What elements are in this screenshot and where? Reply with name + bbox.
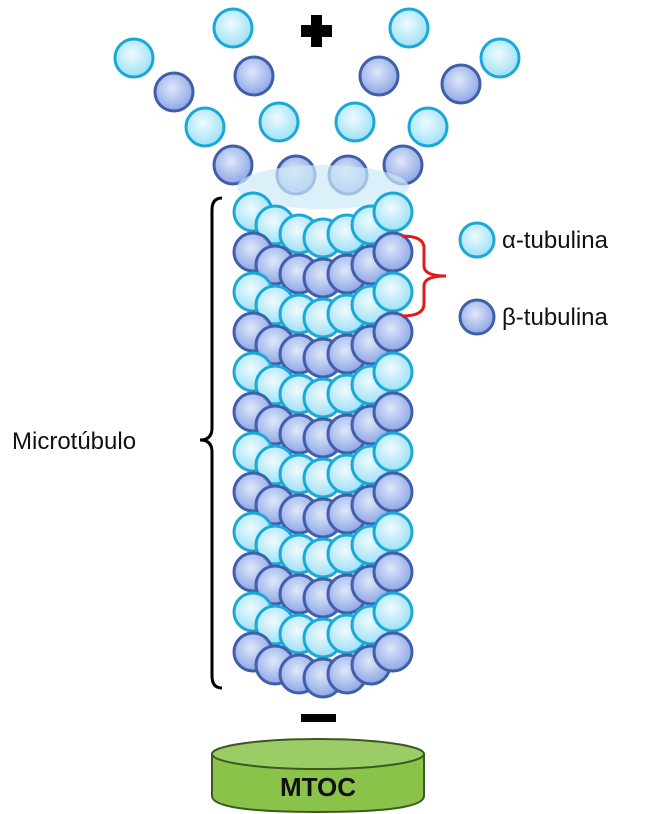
mtoc-cylinder: MTOC	[212, 739, 424, 812]
alpha-tubulin-dimer	[186, 108, 224, 146]
mtoc-label: MTOC	[280, 772, 356, 802]
alpha-tubulin-dimer	[214, 9, 252, 47]
legend-beta-label: β-tubulina	[502, 304, 609, 331]
microtubule-label: Microtúbulo	[12, 428, 136, 455]
alpha-tubulin-dimer	[481, 39, 519, 77]
alpha-tubulin-dimer	[390, 9, 428, 47]
alpha-tubulin-subunit	[374, 433, 412, 471]
alpha-tubulin-dimer	[115, 39, 153, 77]
microtubule-brace	[200, 198, 222, 688]
alpha-tubulin-subunit	[374, 353, 412, 391]
alpha-tubulin-subunit	[374, 193, 412, 231]
alpha-tubulin-dimer	[336, 103, 374, 141]
beta-tubulin-dimer	[360, 57, 398, 95]
alpha-tubulin-subunit	[374, 273, 412, 311]
legend-alpha-swatch	[460, 223, 494, 257]
minus-end-marker: –	[301, 714, 336, 722]
beta-tubulin-dimer	[442, 65, 480, 103]
beta-tubulin-subunit	[374, 233, 412, 271]
plus-end-marker: +	[301, 15, 332, 47]
alpha-tubulin-dimer	[409, 108, 447, 146]
alpha-tubulin-subunit	[374, 513, 412, 551]
legend-beta-swatch	[460, 300, 494, 334]
beta-tubulin-dimer	[235, 57, 273, 95]
legend-alpha: α-tubulina	[460, 223, 609, 257]
alpha-tubulin-dimer	[260, 103, 298, 141]
beta-tubulin-subunit	[374, 553, 412, 591]
legend: α-tubulina β-tubulina	[460, 223, 609, 334]
beta-tubulin-subunit	[374, 313, 412, 351]
beta-tubulin-dimer	[155, 73, 193, 111]
alpha-tubulin-subunit	[374, 593, 412, 631]
beta-tubulin-subunit	[374, 473, 412, 511]
beta-tubulin-subunit	[374, 393, 412, 431]
legend-beta: β-tubulina	[460, 300, 609, 334]
microtubule-lattice	[234, 193, 412, 697]
legend-alpha-label: α-tubulina	[502, 227, 609, 254]
beta-tubulin-subunit	[374, 633, 412, 671]
